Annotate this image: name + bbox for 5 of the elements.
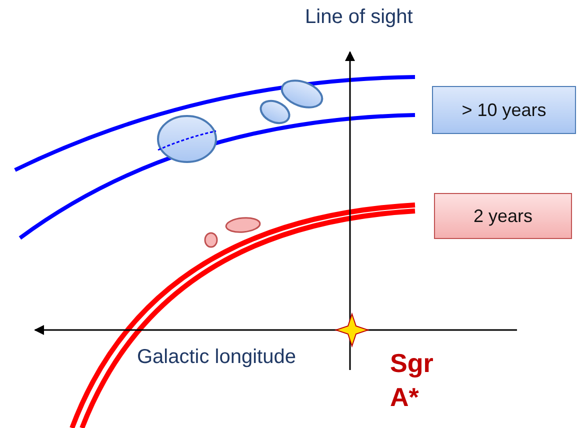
axis-label: Line of sight: [305, 6, 413, 29]
source-label: Sgr A*: [390, 347, 434, 414]
period-box: 2 years: [434, 193, 572, 239]
period-box: > 10 years: [432, 86, 576, 134]
axis-label: Galactic longitude: [137, 346, 296, 369]
